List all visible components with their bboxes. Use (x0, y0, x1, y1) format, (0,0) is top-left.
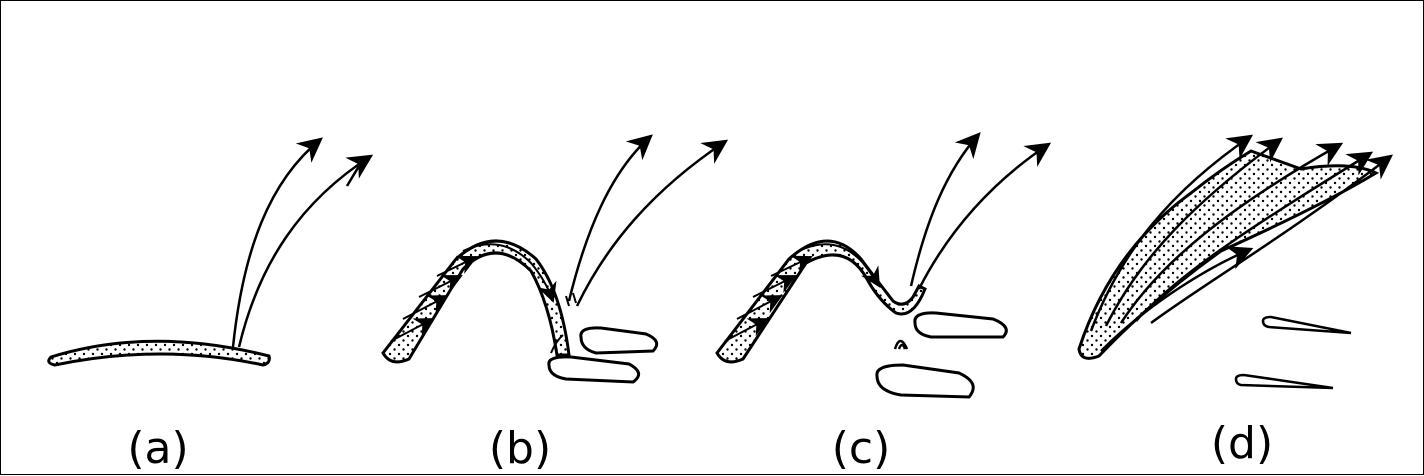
panel-label-a: (a) (127, 423, 188, 474)
flux-strand-a (49, 341, 270, 365)
blob-b1 (581, 328, 657, 353)
field-line-a2 (239, 156, 371, 347)
field-line-a1 (233, 139, 321, 347)
panel-a (49, 139, 371, 365)
sliver-d1 (1263, 317, 1351, 333)
panel-label-d: (d) (1211, 418, 1273, 469)
sliver-d2 (1236, 375, 1333, 388)
cusp-c (895, 341, 907, 349)
blob-c2 (877, 365, 973, 397)
blob-b2 (549, 357, 639, 382)
panel-d (1079, 136, 1391, 388)
panel-label-b: (b) (489, 423, 551, 474)
panel-b (383, 136, 726, 382)
field-line-c2 (919, 144, 1049, 289)
field-line-b2 (577, 141, 726, 306)
field-line-c1 (911, 134, 979, 286)
flux-rope-b (383, 241, 569, 362)
field-line-b1 (569, 136, 651, 301)
panel-label-c: (c) (832, 423, 891, 474)
flux-rope-c (717, 241, 925, 362)
panel-c (717, 134, 1049, 397)
blob-c1 (915, 313, 1006, 337)
